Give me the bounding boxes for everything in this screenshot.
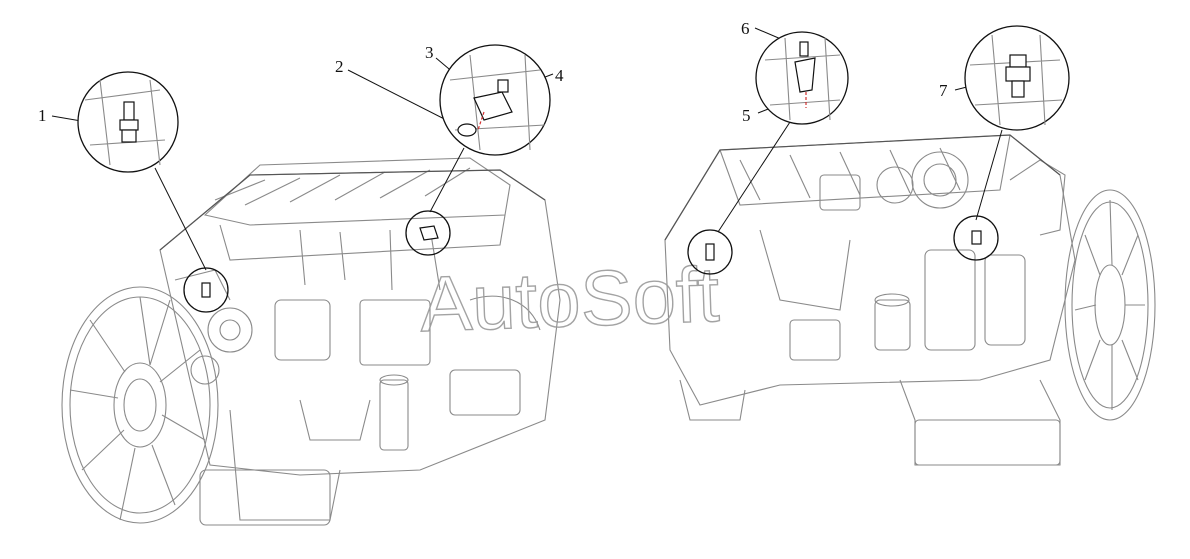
left-engine-block	[159, 157, 561, 526]
locator-2-3-4	[405, 210, 451, 256]
callout-2: 2	[335, 57, 344, 76]
detail-view-7	[964, 25, 1070, 131]
detail-view-5-6	[755, 31, 849, 125]
sensor-1	[123, 101, 135, 121]
callout-7: 7	[939, 81, 948, 100]
callout-labels: 1 2 3 4 5 6 7	[38, 19, 948, 125]
sensor-7	[1009, 54, 1027, 68]
detail-view-1	[77, 71, 179, 173]
callout-5: 5	[742, 106, 751, 125]
sensor-5	[794, 57, 816, 93]
bolt-6	[799, 41, 809, 57]
locator-7	[953, 215, 999, 261]
right-engine-block	[664, 134, 1076, 466]
callout-4: 4	[555, 66, 564, 85]
locator-rings	[183, 210, 999, 313]
right-engine	[664, 134, 1156, 466]
detail-view-2-3-4	[439, 44, 551, 156]
left-fan	[61, 286, 219, 524]
callout-3: 3	[425, 43, 434, 62]
o-ring-2	[457, 123, 477, 137]
callout-6: 6	[741, 19, 750, 38]
bolt-4	[497, 79, 509, 93]
right-fan	[1064, 189, 1156, 421]
watermark-text: AutoSoft	[419, 250, 721, 348]
locator-5-6	[687, 229, 733, 275]
callout-1: 1	[38, 106, 47, 125]
left-engine	[61, 157, 561, 526]
locator-1	[183, 267, 229, 313]
